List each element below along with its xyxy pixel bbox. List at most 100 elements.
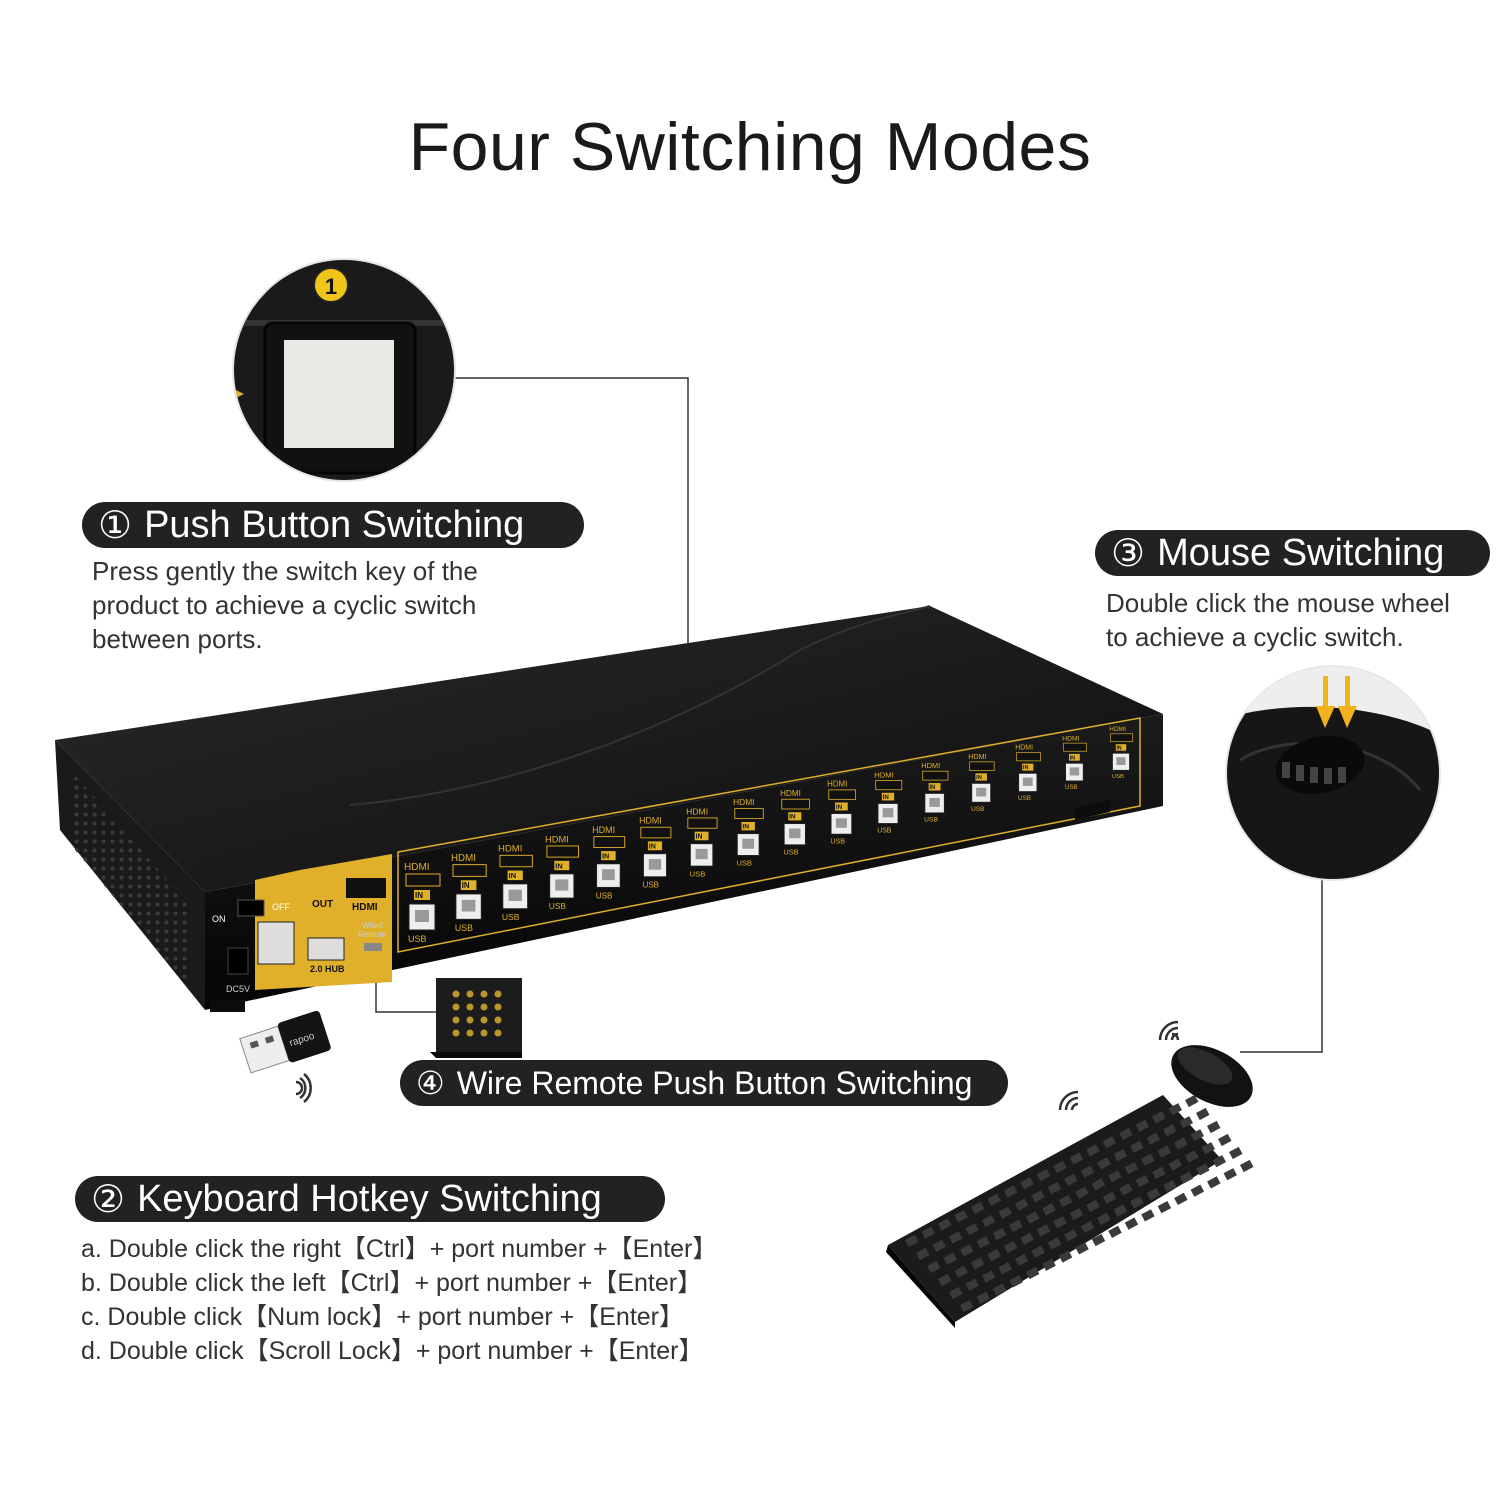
svg-text:USB: USB [455,923,473,933]
keyboard-key [1130,1196,1144,1209]
keyboard-key [932,1239,946,1252]
svg-text:IN: IN [742,824,749,831]
device-label: ON [212,914,226,924]
device-label: 1 [325,274,337,299]
kvm-switch: ON OFF OUT HDMI 2.0 HUB Wired Remote DC5… [55,605,1163,1012]
svg-text:HDMI: HDMI [639,816,662,826]
keyboard-key [959,1244,974,1257]
keyboard-key [1163,1124,1177,1137]
keyboard-key [965,1223,979,1236]
remote-button [480,990,488,998]
device-label: OUT [312,899,333,910]
svg-text:HDMI: HDMI [733,797,754,807]
remote-button [452,1003,460,1011]
keyboard-key [1124,1217,1139,1230]
mode-4-label: ④ Wire Remote Push Button Switching [400,1060,1008,1106]
mode-1-number: ① [98,503,133,547]
mode-1-desc-line: between ports. [92,624,263,654]
keyboard-key [1124,1162,1139,1175]
svg-text:IN: IN [649,843,656,850]
keyboard-key [937,1273,952,1287]
svg-text:HDMI: HDMI [404,862,430,873]
mode-1-title: Push Button Switching [144,503,525,546]
svg-text:HDMI: HDMI [921,761,940,770]
keyboard-key [1097,1157,1111,1170]
keyboard-key [1069,1152,1084,1165]
mode-1-desc-line: product to achieve a cyclic switch [92,590,477,620]
wireless-mouse [1171,1045,1253,1107]
page-title: Four Switching Modes [408,109,1092,185]
keyboard-key [1064,1229,1078,1242]
keyboard-key [1146,1132,1161,1145]
keyboard-key [1075,1186,1089,1199]
device-label: 2.0 HUB [310,964,345,974]
keyboard-key [1168,1158,1183,1171]
kvm-port-groups: HDMIINUSBHDMIINUSBHDMIINUSBHDMIINUSBHDMI… [404,726,1134,944]
keyboard-key [1064,1173,1078,1186]
usb-dongle: rapoo [239,1010,331,1074]
keyboard-key [1053,1160,1067,1173]
keyboard-key [1179,1116,1193,1129]
svg-text:HDMI: HDMI [1109,726,1126,733]
keyboard-key [1223,1168,1237,1181]
svg-text:HDMI: HDMI [592,825,615,835]
push-button-key [284,340,394,448]
keyboard-key [976,1291,990,1304]
keyboard-key [1086,1144,1100,1157]
keyboard-key [1135,1119,1150,1132]
device-label: Wired [362,921,383,930]
svg-text:HDMI: HDMI [498,843,522,854]
keyboard-key [970,1201,985,1215]
device-label: DC5V [226,984,250,994]
mode-4-number: ④ [416,1064,445,1102]
svg-text:USB: USB [502,912,520,922]
device-label: HDMI [352,902,378,913]
keyboard-key [987,1193,1001,1206]
svg-text:HDMI: HDMI [1062,735,1079,742]
svg-text:USB: USB [1065,785,1077,791]
keyboard-key [981,1270,996,1283]
svg-text:USB: USB [549,901,567,911]
keyboard-key [1086,1199,1100,1212]
keyboard-key [1152,1166,1166,1180]
keyboard-key [1080,1220,1095,1234]
svg-text:USB: USB [971,806,984,813]
mode-3-number: ③ [1111,531,1146,575]
svg-text:IN: IN [1023,765,1029,771]
wireless-icon-dongle [295,1073,312,1103]
keyboard-key [1157,1201,1172,1214]
remote-button [480,1003,488,1011]
kvm-front [205,714,1163,1010]
mode-1-description: Press gently the switch key of the produ… [92,554,478,656]
remote-button [494,990,502,998]
keyboard-key [1020,1232,1034,1245]
keyboard-key [1196,1107,1210,1121]
wireless-keyboard [886,1094,1254,1328]
keyboard-key [921,1226,935,1239]
mode-2-number: ② [91,1177,126,1221]
keyboard-key [1102,1191,1117,1204]
keyboard-key [1212,1155,1226,1168]
remote-button [466,1029,474,1037]
keyboard-key [1020,1177,1034,1190]
svg-text:IN: IN [1116,745,1121,751]
keyboard-key [1168,1103,1182,1116]
svg-text:USB: USB [596,891,613,900]
svg-text:HDMI: HDMI [874,770,894,779]
keyboard-key [949,1286,963,1300]
keyboard-key [1135,1175,1150,1188]
mode-3-desc-line: Double click the mouse wheel [1106,588,1450,618]
mode-3-desc-line: to achieve a cyclic switch. [1106,622,1404,652]
keyboard-key [1031,1245,1045,1258]
hotkey-step: a. Double click the right【Ctrl】+ port nu… [81,1235,718,1263]
svg-text:USB: USB [1018,795,1031,802]
remote-button [480,1016,488,1024]
svg-text:USB: USB [783,848,798,857]
keyboard-key [1157,1145,1172,1158]
keyboard-key [1003,1185,1018,1198]
